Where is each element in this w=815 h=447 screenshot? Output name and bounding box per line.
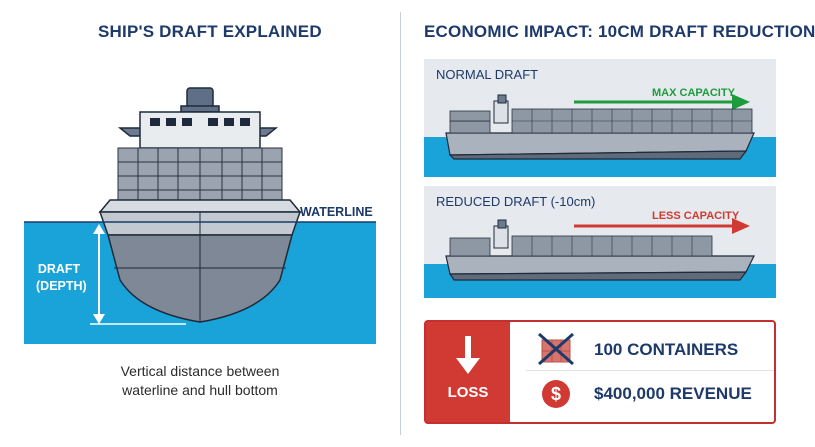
reduced-draft-ship bbox=[424, 218, 776, 298]
right-arrow-icon bbox=[732, 94, 750, 110]
normal-draft-panel: NORMAL DRAFT MAX CAPACITY bbox=[424, 59, 776, 177]
dollar-icon: $ bbox=[542, 380, 570, 408]
normal-draft-title: NORMAL DRAFT bbox=[436, 67, 539, 82]
reduced-draft-title: REDUCED DRAFT (-10cm) bbox=[436, 194, 596, 209]
loss-badge: LOSS bbox=[426, 322, 510, 422]
section-divider bbox=[400, 12, 401, 435]
draft-label: DRAFT (DEPTH) bbox=[36, 261, 87, 295]
max-capacity-label: MAX CAPACITY bbox=[652, 87, 735, 99]
container-stack bbox=[117, 147, 283, 205]
waterline-label: WATERLINE bbox=[300, 205, 373, 219]
normal-draft-ship bbox=[424, 94, 776, 177]
container-crossed-icon bbox=[538, 332, 574, 366]
lost-revenue-text: $400,000 REVENUE bbox=[594, 384, 752, 403]
draft-label-line1: DRAFT bbox=[37, 262, 81, 276]
loss-summary-box: LOSS 100 CONTAINERS $ $400,000 REVENUE bbox=[424, 320, 776, 424]
left-heading: SHIP'S DRAFT EXPLAINED bbox=[98, 22, 322, 41]
right-heading: ECONOMIC IMPACT: 10CM DRAFT REDUCTION bbox=[424, 22, 815, 41]
less-capacity-label: LESS CAPACITY bbox=[652, 210, 740, 222]
right-arrow-icon bbox=[732, 218, 750, 234]
caption-line2: waterline and hull bottom bbox=[122, 382, 278, 398]
draft-caption: Vertical distance between waterline and … bbox=[24, 362, 376, 400]
loss-label: LOSS bbox=[447, 384, 489, 401]
reduced-draft-panel: REDUCED DRAFT (-10cm) LESS CAPACITY bbox=[424, 186, 776, 298]
arrow-down-icon bbox=[456, 336, 480, 374]
loss-separator bbox=[526, 370, 774, 371]
lost-containers-text: 100 CONTAINERS bbox=[594, 340, 739, 359]
caption-line1: Vertical distance between bbox=[120, 363, 280, 379]
draft-label-line2: (DEPTH) bbox=[36, 279, 87, 293]
ship-front-illustration bbox=[24, 87, 376, 344]
